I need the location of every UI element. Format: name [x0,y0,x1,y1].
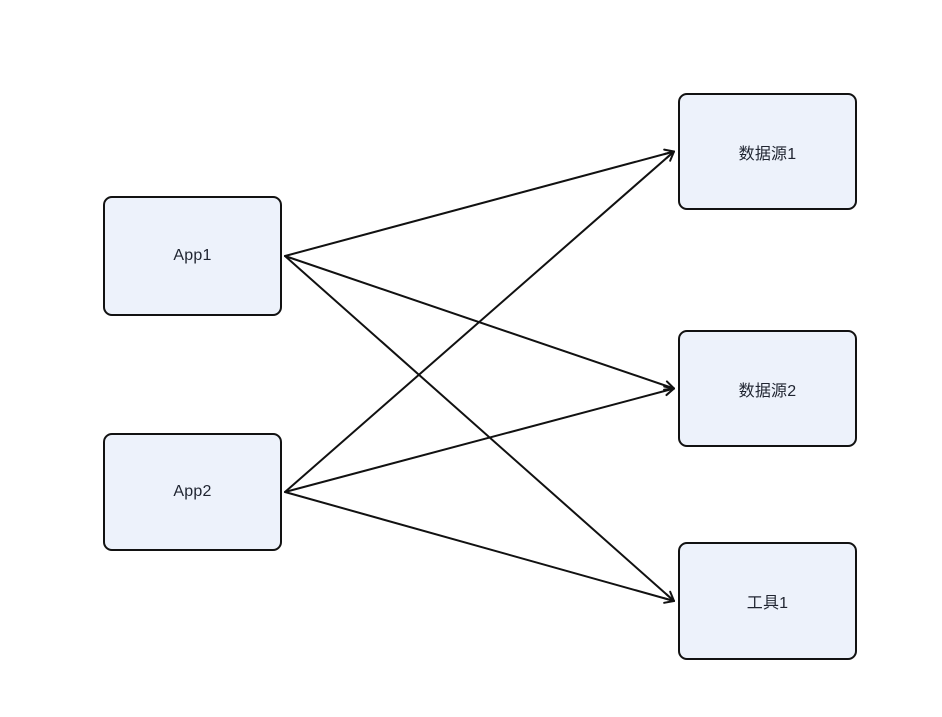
edge-app1-tool1 [284,255,675,602]
node-label-tool1: 工具1 [746,595,789,612]
edge-app1-ds2 [284,255,675,391]
node-app2: App2 [103,433,282,551]
node-tool1: 工具1 [678,542,857,660]
node-ds1: 数据源1 [678,93,857,210]
node-app1: App1 [103,196,282,316]
node-label-ds2: 数据源2 [738,382,797,400]
node-label-app2: App2 [173,483,212,500]
node-ds2: 数据源2 [678,330,857,447]
node-label-app1: App1 [173,247,212,264]
edge-app2-tool1 [284,491,675,604]
edges-group [284,148,675,604]
edge-app1-ds1 [284,148,675,257]
edge-app2-ds1 [284,150,675,493]
node-label-ds1: 数据源1 [738,145,797,163]
edge-app2-ds2 [284,385,675,493]
